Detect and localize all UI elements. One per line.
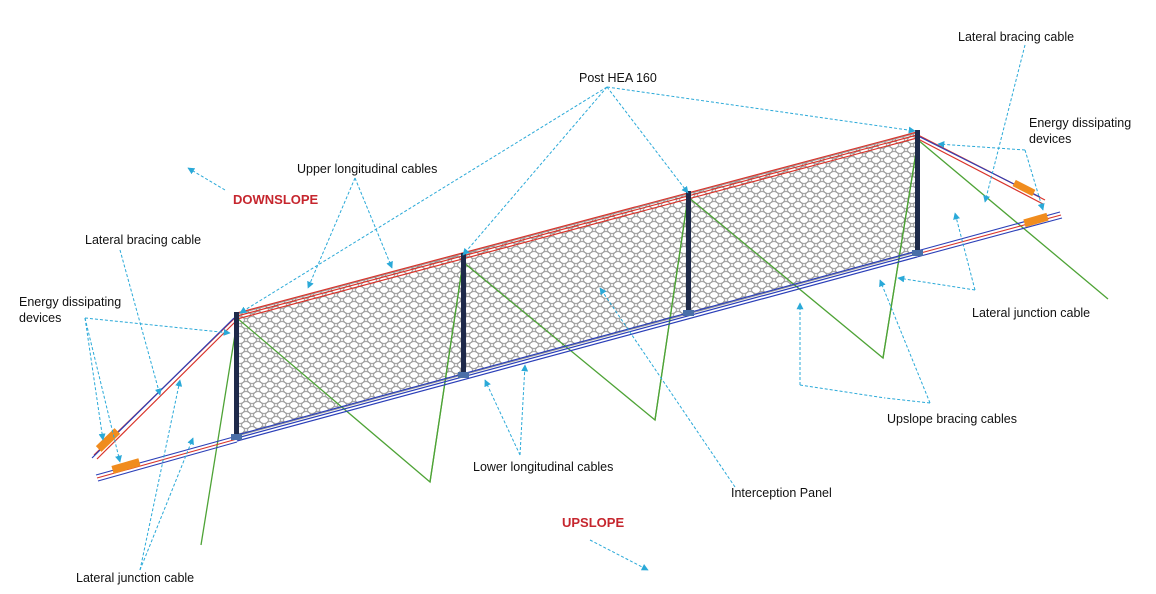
lateral-junction-cable-left (95, 435, 238, 482)
posts (231, 130, 923, 440)
label-lateral-bracing-cable-left: Lateral bracing cable (85, 233, 202, 247)
label-energy-devices-left-line2: devices (19, 311, 62, 325)
label-downslope: DOWNSLOPE (233, 192, 319, 207)
energy-device-left-lower (111, 458, 141, 474)
leader-lines (84, 44, 1045, 571)
label-interception-panel: Interception Panel (731, 486, 832, 500)
energy-device-left-upper (95, 428, 121, 452)
energy-dissipating-devices (95, 179, 1049, 474)
leader-lines-plain (799, 384, 931, 404)
label-upper-longitudinal-cables: Upper longitudinal cables (297, 162, 438, 176)
label-energy-devices-right-line2: devices (1029, 132, 1072, 146)
label-energy-devices-right-line1: Energy dissipating (1029, 116, 1132, 130)
label-lateral-junction-cable-left: Lateral junction cable (76, 571, 195, 585)
post-4 (912, 130, 923, 256)
label-lateral-bracing-cable-right: Lateral bracing cable (958, 30, 1075, 44)
label-energy-devices-left-line1: Energy dissipating (19, 295, 122, 309)
energy-device-right-lower (1023, 212, 1049, 228)
label-upslope-bracing-cables: Upslope bracing cables (887, 412, 1017, 426)
upper-longitudinal-cables (236, 131, 918, 320)
post-1 (231, 312, 242, 440)
post-2 (458, 253, 469, 378)
label-lateral-junction-cable-right: Lateral junction cable (972, 306, 1091, 320)
upslope-bracing-cables (200, 138, 1109, 546)
label-upslope: UPSLOPE (562, 515, 625, 530)
energy-device-right-upper (1012, 179, 1036, 197)
label-lower-longitudinal-cables: Lower longitudinal cables (473, 460, 614, 474)
lower-longitudinal-cables (236, 250, 918, 442)
post-3 (683, 191, 694, 316)
label-post-hea-160: Post HEA 160 (579, 71, 657, 85)
